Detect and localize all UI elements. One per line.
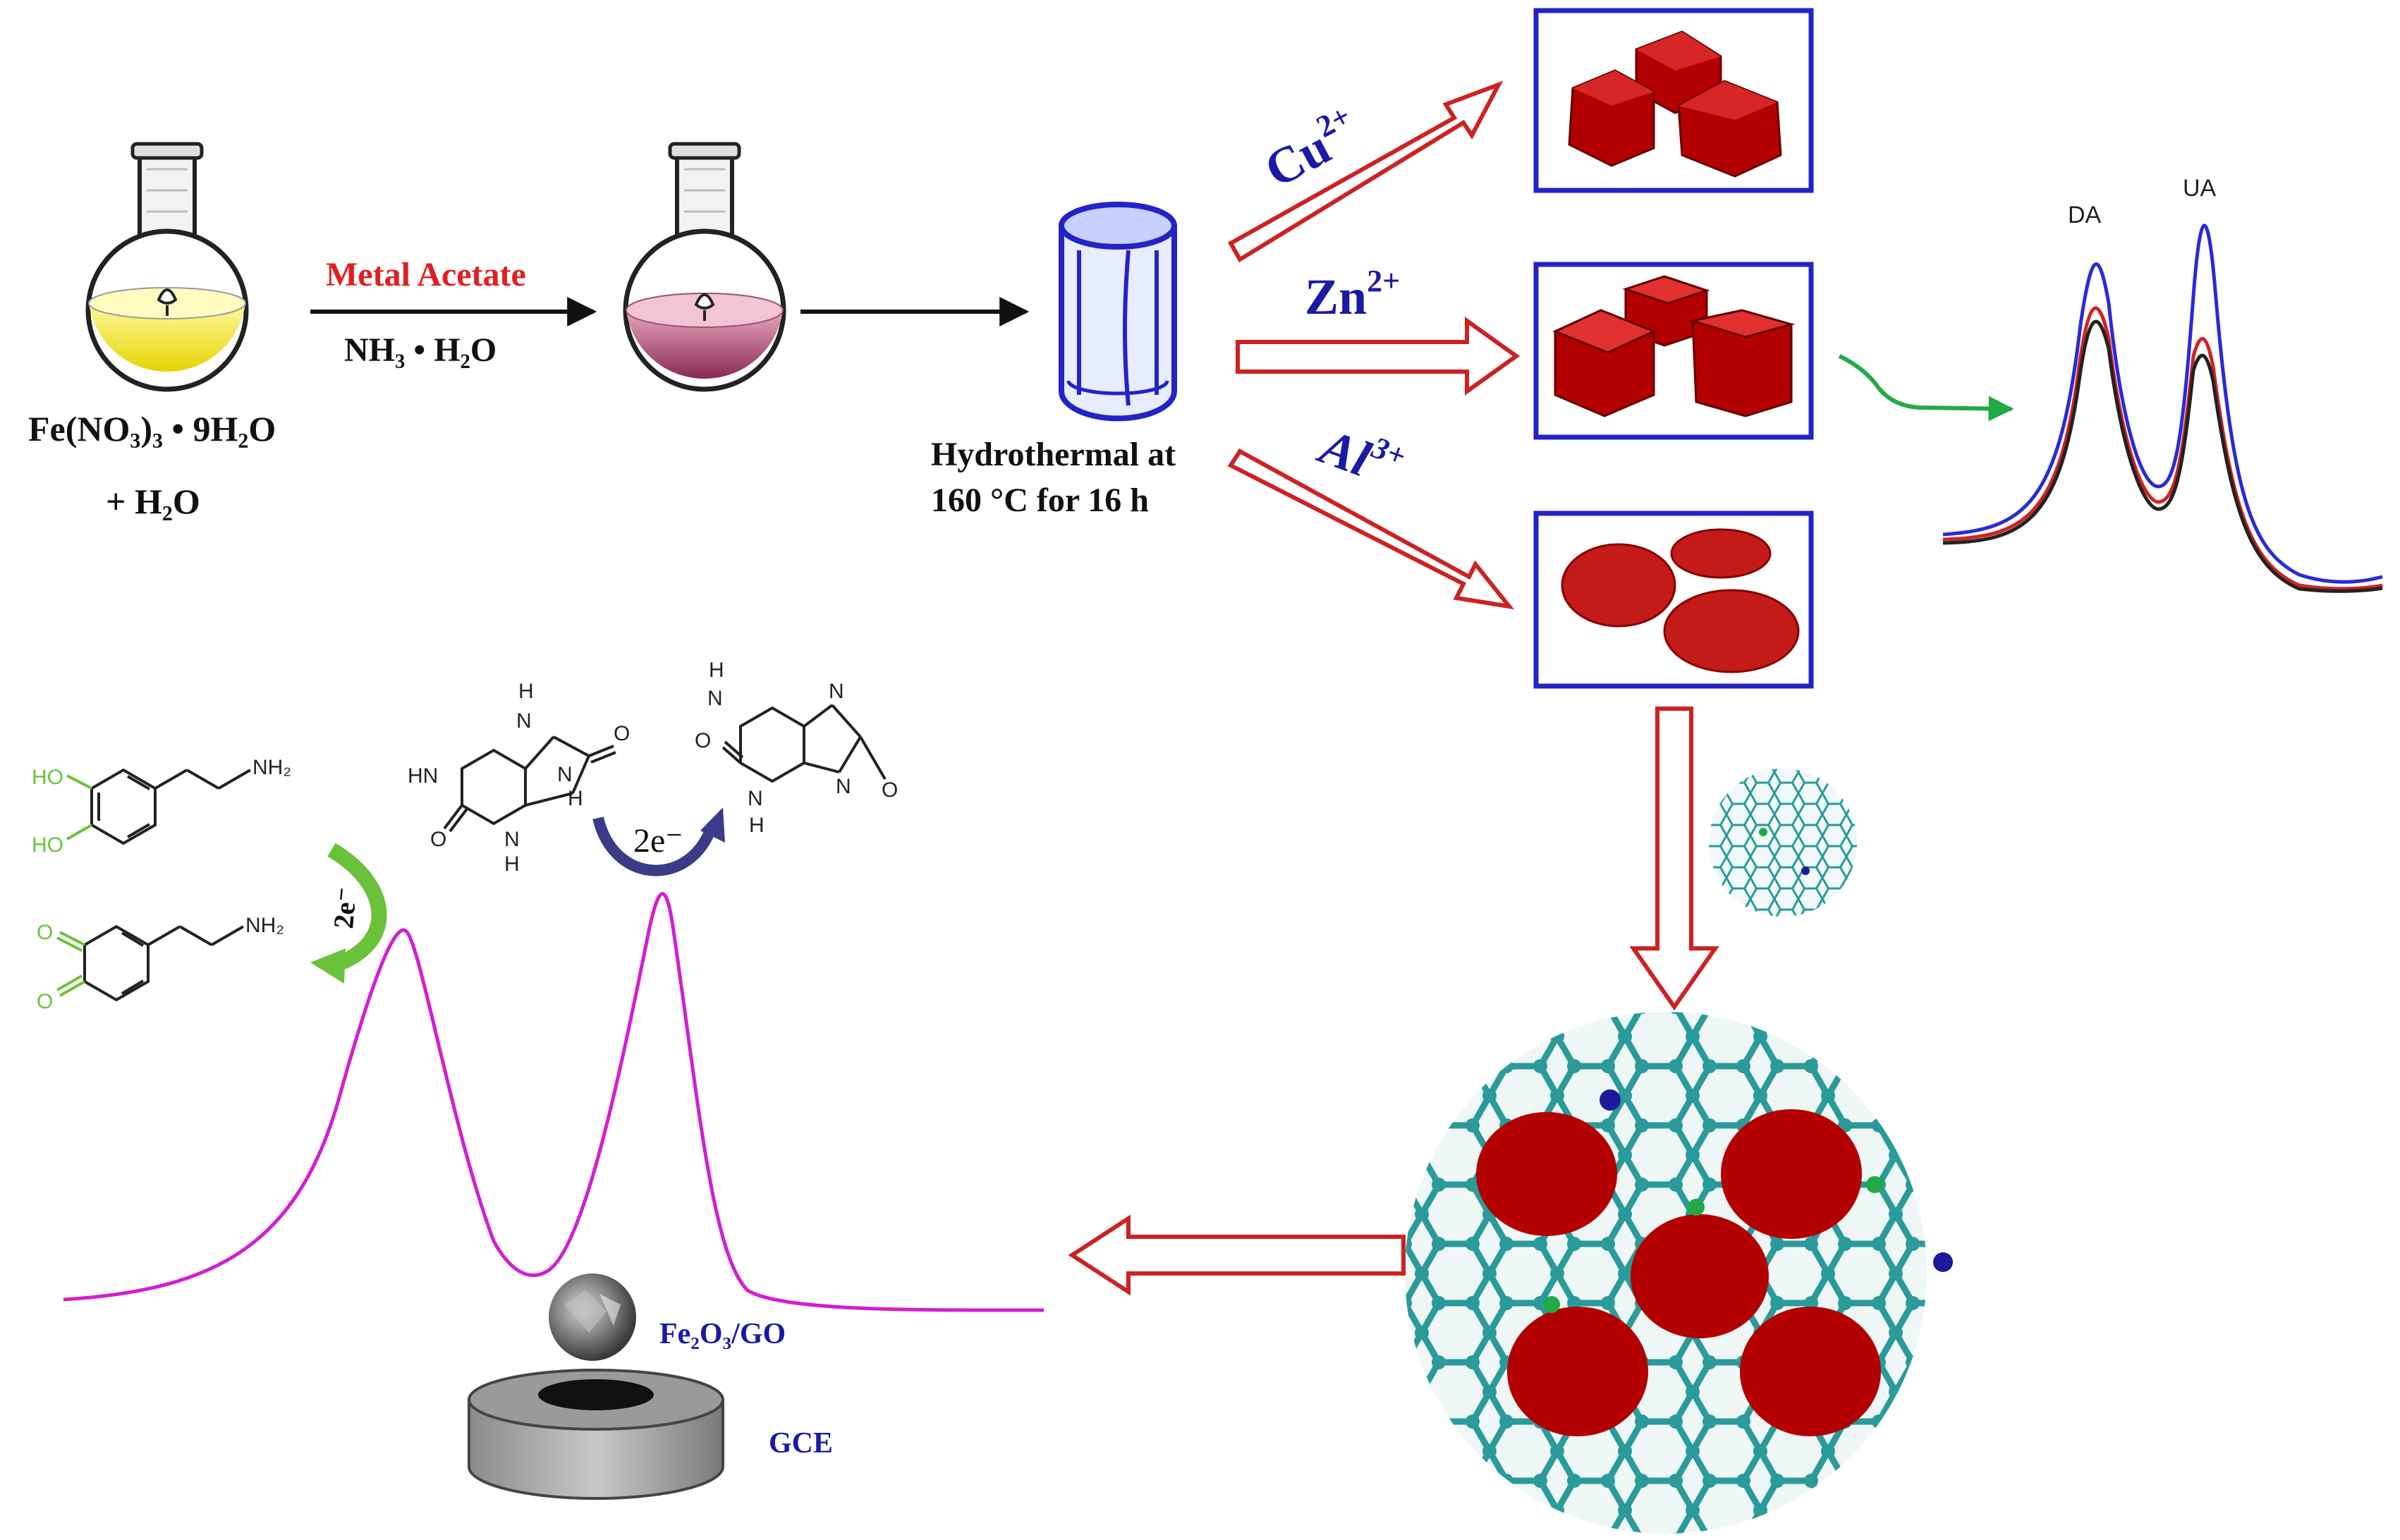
hydrothermal-line2: 160 °C for 16 h <box>931 482 1149 519</box>
ua-o-right: O <box>614 722 630 745</box>
oxidized-ua-molecule-icon <box>721 704 887 783</box>
product-box-cu <box>1533 8 1814 193</box>
product-box-zn <box>1533 262 1814 440</box>
ua-o-bottom: O <box>430 828 446 851</box>
ua-n-top: N <box>516 709 532 733</box>
electron-arrow-right-icon <box>592 807 725 876</box>
ua-h-top: H <box>518 680 534 703</box>
graphene-composite <box>1405 1012 1953 1534</box>
svg-text:Al3+: Al3+ <box>1310 412 1411 499</box>
arrow-left <box>1068 1214 1406 1296</box>
oua-o-left: O <box>695 729 711 752</box>
electron-label-left: 2e⁻ <box>327 886 363 930</box>
fe2o3-go-sphere-icon <box>549 1273 636 1361</box>
oua-o-right: O <box>882 778 898 802</box>
oua-n-bottom: N <box>748 787 763 810</box>
oua-h-bottom: H <box>749 814 765 837</box>
dopamine-ho-bottom: HO <box>32 833 63 857</box>
arrow-al-path <box>1227 448 1515 610</box>
oua-n-bottom-right: N <box>836 775 851 798</box>
electron-label-right: 2e⁻ <box>633 822 683 860</box>
dopamine-nh2: NH₂ <box>252 756 291 779</box>
ua-n-right: N <box>557 763 573 786</box>
gce-label: GCE <box>769 1427 833 1460</box>
main-voltammogram <box>63 892 1044 1312</box>
oua-n-top: N <box>707 687 723 710</box>
oua-n-right: N <box>829 680 844 703</box>
green-arrow <box>1838 354 2014 422</box>
small-voltammogram <box>1942 224 2383 593</box>
arrow-zn-path <box>1236 317 1521 396</box>
electron-arrow-left-icon <box>310 843 387 984</box>
flask-pink-icon <box>623 142 786 392</box>
hydrothermal-line1: Hydrothermal at <box>931 436 1176 473</box>
ua-hn-left: HN <box>408 764 438 788</box>
dopamine-quinone-icon <box>56 924 245 1002</box>
arrow-down <box>1629 707 1719 1011</box>
composite-label: Fe₂O₃/GO <box>659 1318 786 1350</box>
reactant-water: + H₂O <box>106 482 200 521</box>
dopamine-ho-top: HO <box>32 766 63 789</box>
ua-h-right: H <box>568 787 583 810</box>
oua-h-top: H <box>709 659 724 682</box>
arrow-cu-path <box>1227 80 1504 263</box>
peak-label-ua: UA <box>2183 175 2217 202</box>
peak-label-da: DA <box>2068 202 2102 228</box>
flask-yellow-icon <box>85 142 249 392</box>
gce-electrode-icon <box>468 1369 724 1500</box>
dopamine-molecule-icon <box>66 768 252 845</box>
quinone-o-bottom: O <box>37 990 53 1013</box>
uric-acid-molecule-icon <box>443 735 616 833</box>
ion-label-zn: Zn2+ <box>1305 264 1400 325</box>
reactant-formula: Fe(NO₃)₃ • 9H₂O <box>28 409 276 448</box>
autoclave-icon <box>1059 202 1177 422</box>
small-graphene-icon <box>1709 769 1857 917</box>
ua-h-bottom: H <box>504 853 520 876</box>
product-box-al <box>1533 511 1814 689</box>
ua-n-bottom: N <box>504 828 520 851</box>
reagent-metal-acetate: Metal Acetate <box>326 256 526 293</box>
ion-label-al: Al3+ <box>1310 412 1411 499</box>
quinone-nh2: NH₂ <box>245 914 284 937</box>
quinone-o-top: O <box>37 921 53 944</box>
reagent-ammonia: NH₃ • H₂O <box>344 331 497 369</box>
